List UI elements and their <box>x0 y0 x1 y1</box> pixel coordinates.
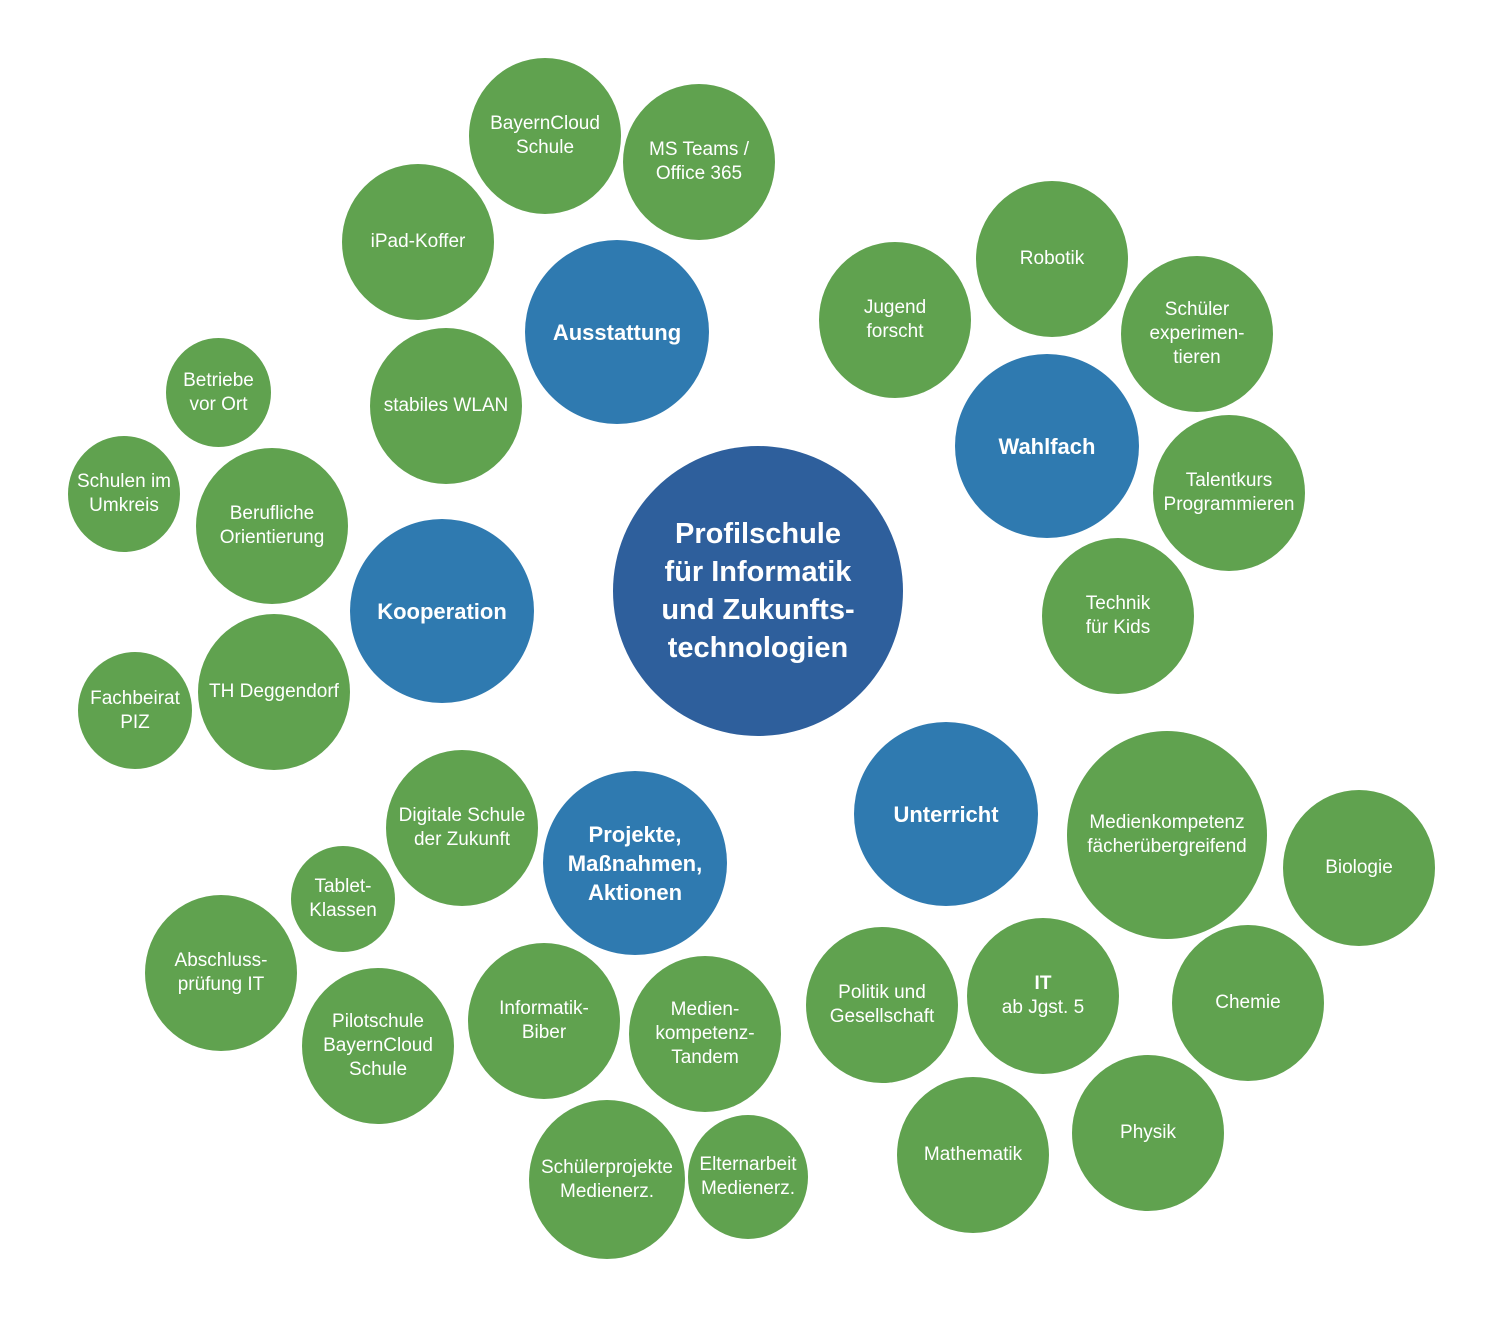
leaf-ms-teams: MS Teams / Office 365 <box>623 84 775 240</box>
leaf-elternarbeit-label: Elternarbeit Medienerz. <box>699 1154 797 1199</box>
center-bubble: Profilschule für Informatik und Zukunfts… <box>613 446 903 736</box>
category-projekte: Projekte, Maßnahmen, Aktionen <box>543 771 727 955</box>
leaf-elternarbeit: Elternarbeit Medienerz. <box>688 1115 808 1239</box>
leaf-digitale-schule: Digitale Schule der Zukunft <box>386 750 538 906</box>
leaf-medienkompetenz: Medienkompetenz fächerübergreifend <box>1067 731 1267 939</box>
leaf-informatik-biber: Informatik- Biber <box>468 943 620 1099</box>
leaf-schulen-im-umkreis-label: Schulen im Umkreis <box>77 471 171 516</box>
leaf-talentkurs-programmieren: Talentkurs Programmieren <box>1153 415 1305 571</box>
leaf-fachbeirat-piz: Fachbeirat PIZ <box>78 652 192 769</box>
category-wahlfach: Wahlfach <box>955 354 1139 538</box>
leaf-stabiles-wlan: stabiles WLAN <box>370 328 522 484</box>
category-wahlfach-label: Wahlfach <box>998 433 1096 459</box>
leaf-mathematik: Mathematik <box>897 1077 1049 1233</box>
leaf-physik-label: Physik <box>1120 1122 1176 1143</box>
leaf-physik: Physik <box>1072 1055 1224 1211</box>
category-kooperation-label: Kooperation <box>377 598 507 624</box>
leaf-abschlusspruefung-it-label: Abschluss- prüfung IT <box>174 950 268 995</box>
leaf-th-deggendorf-label: TH Deggendorf <box>209 681 339 702</box>
category-unterricht-label: Unterricht <box>893 801 999 827</box>
leaf-tablet-klassen-label: Tablet- Klassen <box>309 876 377 921</box>
leaf-technik-fuer-kids-label: Technik für Kids <box>1085 593 1151 638</box>
leaf-chemie-label: Chemie <box>1215 992 1281 1013</box>
leaf-robotik-label: Robotik <box>1019 248 1085 269</box>
leaf-it-title: IT <box>1034 973 1052 994</box>
leaf-schueler-experimentieren: Schüler experimen- tieren <box>1121 256 1273 412</box>
category-ausstattung-label: Ausstattung <box>552 319 682 345</box>
leaf-jugend-forscht-label: Jugend forscht <box>863 297 927 342</box>
leaf-pilotschule: Pilotschule BayernCloud Schule <box>302 968 454 1124</box>
category-ausstattung: Ausstattung <box>525 240 709 424</box>
leaf-berufliche-orientierung-label: Berufliche Orientierung <box>219 503 325 548</box>
leaf-chemie: Chemie <box>1172 925 1324 1081</box>
category-kooperation: Kooperation <box>350 519 534 703</box>
leaf-politik-gesellschaft-label: Politik und Gesellschaft <box>829 982 935 1027</box>
leaf-biologie: Biologie <box>1283 790 1435 946</box>
leaf-betriebe-vor-ort-label: Betriebe vor Ort <box>183 369 254 415</box>
leaf-stabiles-wlan-label: stabiles WLAN <box>383 395 509 416</box>
leaf-robotik: Robotik <box>976 181 1128 337</box>
leaf-politik-gesellschaft: Politik und Gesellschaft <box>806 927 958 1083</box>
leaf-abschlusspruefung-it: Abschluss- prüfung IT <box>145 895 297 1051</box>
leaf-medienkompetenz-tandem-label: Medien- kompetenz- Tandem <box>655 999 755 1068</box>
center-label: Profilschule für Informatik und Zukunfts… <box>661 518 855 664</box>
category-projekte-label: Projekte, Maßnahmen, Aktionen <box>567 821 703 905</box>
leaf-it-subtitle: ab Jgst. 5 <box>1001 997 1085 1018</box>
leaf-schuelerprojekte-label: Schülerprojekte Medienerz. <box>540 1156 674 1202</box>
leaf-schuelerprojekte: Schülerprojekte Medienerz. <box>529 1100 685 1259</box>
leaf-medienkompetenz-tandem: Medien- kompetenz- Tandem <box>629 956 781 1112</box>
leaf-schulen-im-umkreis: Schulen im Umkreis <box>68 436 180 552</box>
leaf-biologie-label: Biologie <box>1325 857 1393 878</box>
leaf-it: IT ab Jgst. 5 <box>967 918 1119 1074</box>
category-unterricht: Unterricht <box>854 722 1038 906</box>
leaf-it-label: IT ab Jgst. 5 <box>1002 972 1084 1020</box>
leaf-th-deggendorf: TH Deggendorf <box>198 614 350 770</box>
leaf-pilotschule-label: Pilotschule BayernCloud Schule <box>323 1011 433 1080</box>
leaf-ipad-koffer-label: iPad-Koffer <box>370 231 466 252</box>
leaf-mathematik-label: Mathematik <box>923 1144 1023 1165</box>
leaf-betriebe-vor-ort: Betriebe vor Ort <box>166 338 271 447</box>
leaf-technik-fuer-kids: Technik für Kids <box>1042 538 1194 694</box>
leaf-informatik-biber-label: Informatik- Biber <box>499 998 589 1043</box>
leaf-digitale-schule-label: Digitale Schule der Zukunft <box>398 805 526 850</box>
leaf-bayerncloud-schule: BayernCloud Schule <box>469 58 621 214</box>
leaf-medienkompetenz-label: Medienkompetenz fächerübergreifend <box>1087 812 1247 857</box>
leaf-bayerncloud-schule-label: BayernCloud Schule <box>490 113 600 158</box>
leaf-fachbeirat-piz-label: Fachbeirat PIZ <box>90 687 180 733</box>
leaf-jugend-forscht: Jugend forscht <box>819 242 971 398</box>
leaf-schueler-experimentieren-label: Schüler experimen- tieren <box>1149 299 1245 368</box>
leaf-ms-teams-label: MS Teams / Office 365 <box>649 139 749 184</box>
leaf-ipad-koffer: iPad-Koffer <box>342 164 494 320</box>
leaf-tablet-klassen: Tablet- Klassen <box>291 846 395 952</box>
leaf-talentkurs-programmieren-label: Talentkurs Programmieren <box>1163 470 1295 515</box>
leaf-berufliche-orientierung: Berufliche Orientierung <box>196 448 348 604</box>
